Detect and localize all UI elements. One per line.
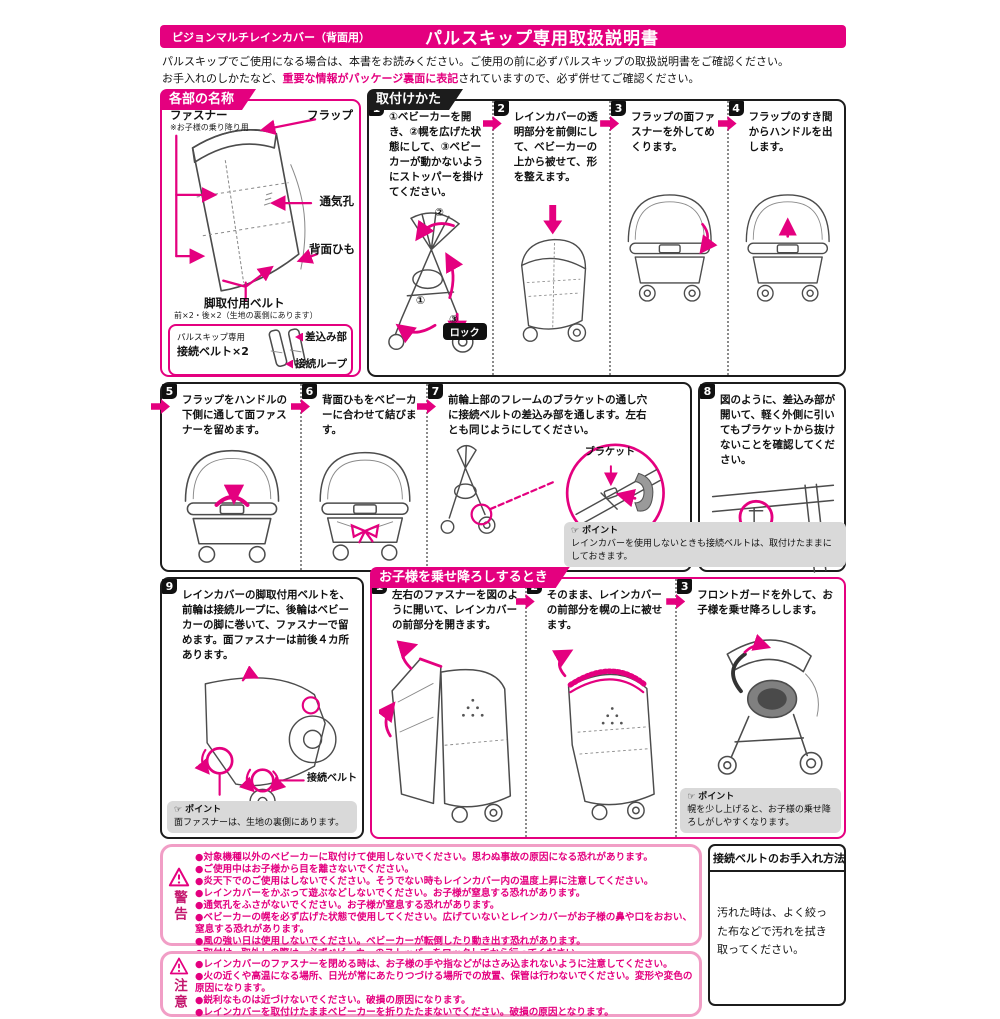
- parts-section-title: 各部の名称: [160, 89, 256, 110]
- attach-step6-illustration: [309, 441, 421, 567]
- step-number: 8: [700, 384, 715, 399]
- label-leg-belt: 脚取付用ベルト: [204, 296, 285, 310]
- point-note-belts: ☞ポイント レインカバーを使用しないときも接続ベルトは、取付けたままにしておきま…: [564, 521, 846, 567]
- step-number: 6: [302, 384, 317, 399]
- attach-step3-illustration: [618, 158, 721, 344]
- label-flap: フラップ: [307, 108, 353, 122]
- step-text: フロントガードを外して、お子様を乗せ降ろしします。: [697, 589, 833, 616]
- attach-step-9-box: 9 レインカバーの脚取付用ベルトを、前輪は接続ループに、後輪はベビーカーの脚に巻…: [160, 577, 364, 839]
- step-text: レインカバーの透明部分を前側にして、ベビーカーの上から被せて、形を整えます。: [513, 111, 598, 183]
- boarding-section-title: お子様を乗せ降ろしするとき: [370, 567, 570, 588]
- intro-text: パルスキップでご使用になる場合は、本書をお読みください。ご使用の前に必ずパルスキ…: [162, 54, 844, 87]
- step-number: 2: [493, 101, 509, 116]
- boarding-step1-illustration: [379, 636, 520, 832]
- attach-steps-5-7: 5 フラップをハンドルの下側に通して面ファスナーを留めます。: [151, 382, 846, 572]
- rain-cover-diagram: [175, 118, 319, 303]
- step-text: フラップのすき間からハンドルを出します。: [748, 111, 833, 153]
- label-leg-belt-note: 前×2・後×2（生地の裏側にあります）: [174, 311, 318, 320]
- boarding-step-2: 2 そのまま、レインカバーの前部分を幌の上に被せます。: [515, 579, 676, 837]
- step-number: 9: [162, 579, 177, 594]
- step-number: 5: [162, 384, 177, 399]
- attach-step-3: 3 フラップの面ファスナーを外してめくります。: [600, 101, 726, 375]
- warning-label: 警告: [171, 890, 187, 923]
- attach-step-7: 7 前輪上部のフレームのブラケットの通し穴に接続ベルトの差込み部を通します。左右…: [417, 384, 690, 570]
- boarding-step-3: 3 フロントガードを外して、お子様を乗せ降ろしします。: [666, 579, 844, 837]
- next-step-arrow: [151, 399, 170, 414]
- intro-line1: パルスキップでご使用になる場合は、本書をお読みください。ご使用の前に必ずパルスキ…: [162, 55, 789, 68]
- step-text: 前輪上部のフレームのブラケットの通し穴に接続ベルトの差込み部を通します。左右とも…: [448, 394, 648, 436]
- point-hand-icon: ☞: [174, 804, 183, 815]
- step-text: レインカバーの脚取付用ベルトを、前輪は接続ループに、後輪はベビーカーの脚に巻いて…: [182, 589, 350, 661]
- attach-section: 取付けかた 1 ①ベビーカーを開き、②幌を広げた状態にして、③ベビーカーが動かな…: [367, 99, 846, 377]
- point-hand-icon: ☞: [687, 791, 696, 802]
- step-text: そのまま、レインカバーの前部分を幌の上に被せます。: [546, 589, 663, 631]
- callout-1: ①: [415, 294, 426, 308]
- loop-arrow-icon: [285, 359, 294, 369]
- attach-step9-illustration: 接続ベルト 接続ベルト: [169, 665, 357, 818]
- attach-section-title: 取付けかた: [367, 89, 463, 110]
- product-name: ピジョンマルチレインカバー（背面用）: [172, 30, 370, 44]
- warning-items: ●対象機種以外のベビーカーに取付けて使用しないでください。思わぬ事故の原因になる…: [195, 852, 693, 959]
- belt-box-title: 接続ベルト×2: [177, 345, 249, 358]
- warning-box: 警告 ●対象機種以外のベビーカーに取付けて使用しないでください。思わぬ事故の原因…: [160, 844, 702, 959]
- attach-step-6: 6 背面ひもをベビーカーに合わせて結びます。: [291, 384, 426, 570]
- intro-highlight: 重要な情報がパッケージ裏面に表記: [282, 71, 459, 85]
- attach-step-1: 1 ①ベビーカーを開き、②幌を広げた状態にして、③ベビーカーが動かないようにスト…: [369, 101, 492, 375]
- point-note-canopy: ☞ポイント 幌を少し上げると、お子様の乗せ降ろしがしやすくなります。: [680, 787, 841, 833]
- callout-2: ②: [434, 205, 444, 219]
- caution-box: 注意 ●レインカバーのファスナーを閉める時は、お子様の手や指などがはさみ込まれな…: [160, 951, 702, 1018]
- attach-step4-illustration: [736, 158, 839, 344]
- label-fastener-note: ※お子様の乗り降り用: [170, 123, 249, 132]
- parts-section: 各部の名称: [160, 99, 361, 377]
- label-fastener: ファスナー: [170, 108, 228, 122]
- step-text: 左右のファスナーを図のように開いて、レインカバーの前部分を開きます。: [392, 589, 518, 631]
- warning-triangle-icon: [168, 867, 190, 887]
- step-number: 3: [677, 579, 693, 594]
- step-text: フラップの面ファスナーを外してめくります。: [631, 111, 716, 153]
- boarding-step-1: 1 左右のファスナーを図のように開いて、レインカバーの前部分を開きます。: [372, 579, 525, 837]
- attach-step-2: 2 レインカバーの透明部分を前側にして、ベビーカーの上から被せて、形を整えます。: [482, 101, 609, 375]
- boarding-step3-illustration: [684, 621, 839, 775]
- caution-items: ●レインカバーのファスナーを閉める時は、お子様の手や指などがはさみ込まれないよう…: [195, 959, 693, 1018]
- attach-step2-illustration: [501, 188, 604, 360]
- caution-label: 注意: [171, 978, 187, 1011]
- attach-step-8: 8 図のように、差込み部が開いて、軽く外側に引いてもブラケットから抜けないことを…: [700, 384, 844, 581]
- step-number: 7: [428, 384, 443, 399]
- point-hand-icon: ☞: [571, 525, 580, 536]
- label-back-strap: 背面ひも: [309, 242, 355, 256]
- step-number: 4: [728, 101, 744, 116]
- label-insert: 差込み部: [295, 329, 347, 344]
- lock-callout: ロック: [442, 322, 487, 340]
- attach-step-5: 5 フラップをハンドルの下側に通して面ファスナーを留めます。: [151, 384, 300, 570]
- care-title: 接続ベルトのお手入れ方法: [710, 846, 845, 872]
- label-loop: 接続ループ: [285, 356, 347, 371]
- boarding-step2-illustration: [534, 636, 671, 832]
- callout-3: ③: [449, 313, 459, 327]
- care-text: 汚れた時は、よく絞った布などで汚れを拭き取ってください。: [717, 906, 827, 957]
- attach-step1-illustration: ② ① ③ ロック: [376, 202, 487, 360]
- label-vent: 通気孔: [319, 194, 355, 208]
- attach-step5-illustration: [169, 441, 295, 567]
- boarding-section: お子様を乗せ降ろしするとき 1 左右のファスナーを図のように開いて、レインカバー…: [370, 577, 846, 839]
- page-title: パルスキップ専用取扱説明書: [425, 29, 659, 49]
- step-text: フラップをハンドルの下側に通して面ファスナーを留めます。: [182, 394, 287, 436]
- insert-arrow-icon: [295, 332, 303, 342]
- belt-label-rear: 接続ベルト: [307, 773, 357, 785]
- step-number: 3: [611, 101, 627, 116]
- attach-step-4: 4 フラップのすき間からハンドルを出します。: [717, 101, 844, 375]
- header-bar: ピジョンマルチレインカバー（背面用） パルスキップ専用取扱説明書: [160, 25, 846, 49]
- intro-line2: お手入れのしかたなど、重要な情報がパッケージ裏面に表記されていますので、必ず併せ…: [162, 71, 700, 85]
- step-text: 図のように、差込み部が開いて、軽く外側に引いてもブラケットから抜けないことを確認…: [720, 394, 836, 466]
- step-text: ①ベビーカーを開き、②幌を広げた状態にして、③ベビーカーが動かないようにストッパ…: [389, 111, 484, 198]
- belt-box-subtitle: パルスキップ専用: [177, 333, 246, 343]
- care-box: 接続ベルトのお手入れ方法 汚れた時は、よく絞った布などで汚れを拭き取ってください…: [708, 844, 846, 1006]
- connection-belt-box: パルスキップ専用 接続ベルト×2 差込み部 接続ループ: [168, 324, 353, 376]
- manual-page: ピジョンマルチレインカバー（背面用） パルスキップ専用取扱説明書 パルスキップで…: [151, 25, 846, 1018]
- step-text: 背面ひもをベビーカーに合わせて結びます。: [322, 394, 417, 436]
- connection-belts-drawing: [268, 328, 307, 368]
- bracket-label: ブラケット: [585, 446, 635, 458]
- caution-triangle-icon: [169, 957, 189, 975]
- point-note-fastener: ☞ポイント 面ファスナーは、生地の裏側にあります。: [167, 800, 357, 833]
